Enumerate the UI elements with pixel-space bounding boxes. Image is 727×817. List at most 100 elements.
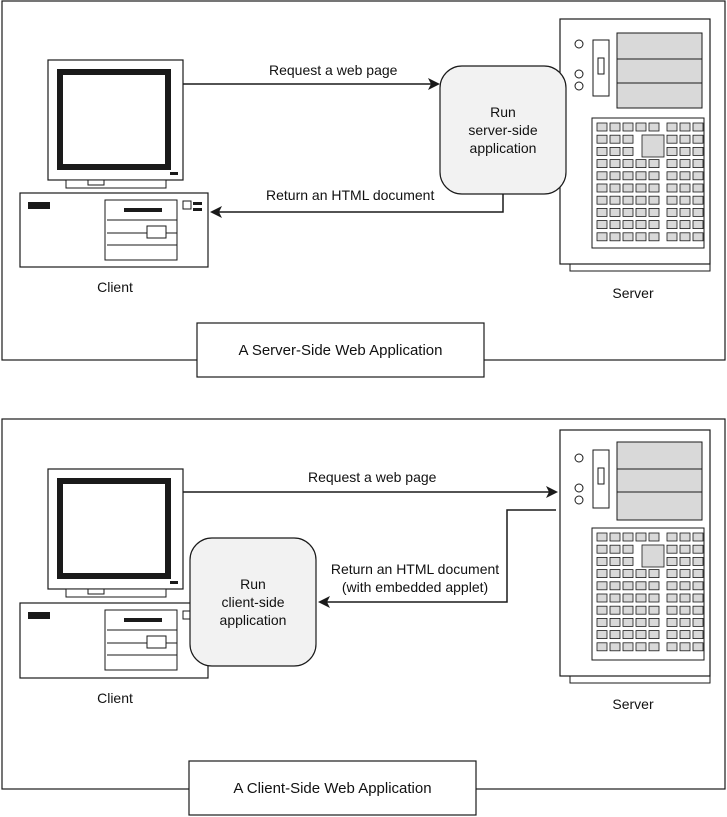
drive-bay [622, 581, 634, 591]
drive-bay [609, 642, 621, 652]
drive-bay [622, 630, 634, 639]
drive-bay [596, 569, 608, 578]
drive-bay [635, 195, 647, 205]
drive-bay [692, 220, 704, 230]
drive-bay [596, 630, 608, 639]
drive-bay [635, 618, 647, 627]
drive-bay [622, 569, 634, 578]
drive-bay [666, 207, 678, 217]
bottom-caption-box [188, 760, 477, 816]
drive-bay [679, 593, 691, 603]
drive-bay [648, 195, 660, 205]
drive-bay [679, 630, 691, 639]
drive-bay [648, 593, 660, 603]
drive-bay [596, 557, 608, 566]
drive-bay [692, 146, 704, 156]
drive-bay [692, 593, 704, 603]
drive-bay [648, 569, 660, 578]
drive-bay [635, 605, 647, 615]
drive-bay [648, 630, 660, 639]
drive-bay [596, 159, 608, 169]
drive-bay [609, 532, 621, 542]
drive-bay [666, 569, 678, 578]
drive-bay [635, 630, 647, 639]
drive-bay [622, 532, 634, 542]
drive-bay [679, 618, 691, 627]
drive-bay [609, 232, 621, 242]
bottom-server-label: Server [612, 696, 654, 712]
drive-bay [622, 557, 634, 566]
drive-bay [609, 183, 621, 193]
drive-bay [609, 557, 621, 566]
client-computer-icon [19, 468, 209, 679]
drive-bay [609, 630, 621, 639]
client-computer-icon [19, 59, 209, 268]
drive-bay [692, 171, 704, 181]
bubble-line: Run [490, 104, 516, 120]
return-arrow [318, 509, 556, 608]
drive-bay [666, 183, 678, 193]
drive-bay [692, 159, 704, 169]
top-bubble-text: Run server-side application [440, 66, 566, 194]
drive-bay [609, 171, 621, 181]
drive-bay [666, 581, 678, 591]
drive-bay [635, 183, 647, 193]
bubble-line: application [219, 612, 287, 628]
drive-bay [692, 618, 704, 627]
drive-bay [609, 122, 621, 132]
drive-bay [596, 220, 608, 230]
drive-bay [622, 605, 634, 615]
bottom-bubble-text: Run client-side application [190, 538, 316, 666]
drive-bay [609, 146, 621, 156]
drive-bay [692, 569, 704, 578]
drive-bay [648, 232, 660, 242]
drive-bay [635, 207, 647, 217]
bottom-panel [1, 418, 726, 816]
drive-bay [648, 532, 660, 542]
drive-bay [635, 122, 647, 132]
drive-bay [648, 122, 660, 132]
drive-bay [692, 557, 704, 566]
bottom-return-label: Return an HTML document (with embedded a… [330, 560, 500, 596]
drive-bay [679, 146, 691, 156]
drive-bay-large [641, 544, 665, 568]
drive-bay [596, 207, 608, 217]
drive-bay [666, 159, 678, 169]
return-line: Return an HTML document [330, 561, 500, 577]
bubble-line: Run [240, 576, 266, 592]
drive-bay [596, 171, 608, 181]
drive-bay [679, 134, 691, 144]
bottom-request-label: Request a web page [308, 469, 437, 485]
drive-bay [596, 593, 608, 603]
drive-bay [622, 544, 634, 554]
drive-bay [622, 642, 634, 652]
drive-bay [596, 532, 608, 542]
top-panel [1, 0, 726, 378]
drive-bay [622, 618, 634, 627]
drive-bay [692, 581, 704, 591]
drive-bay [596, 618, 608, 627]
drive-bay [692, 642, 704, 652]
drive-bay [679, 605, 691, 615]
drive-bay [609, 593, 621, 603]
drive-bay [648, 605, 660, 615]
drive-bay [692, 232, 704, 242]
drive-bay [609, 159, 621, 169]
drive-bay [596, 232, 608, 242]
return-line: (with embedded applet) [341, 579, 489, 595]
drive-bay [679, 581, 691, 591]
drive-bay [692, 183, 704, 193]
drive-bay [666, 532, 678, 542]
drive-bay [596, 183, 608, 193]
drive-bay [635, 220, 647, 230]
drive-bay [679, 183, 691, 193]
top-client-label: Client [97, 279, 133, 295]
drive-bay [692, 122, 704, 132]
drive-bay [622, 134, 634, 144]
drive-bay [635, 532, 647, 542]
drive-bay [679, 232, 691, 242]
drive-bay [609, 605, 621, 615]
drive-bay [635, 593, 647, 603]
drive-bay [666, 642, 678, 652]
drive-bay [609, 581, 621, 591]
